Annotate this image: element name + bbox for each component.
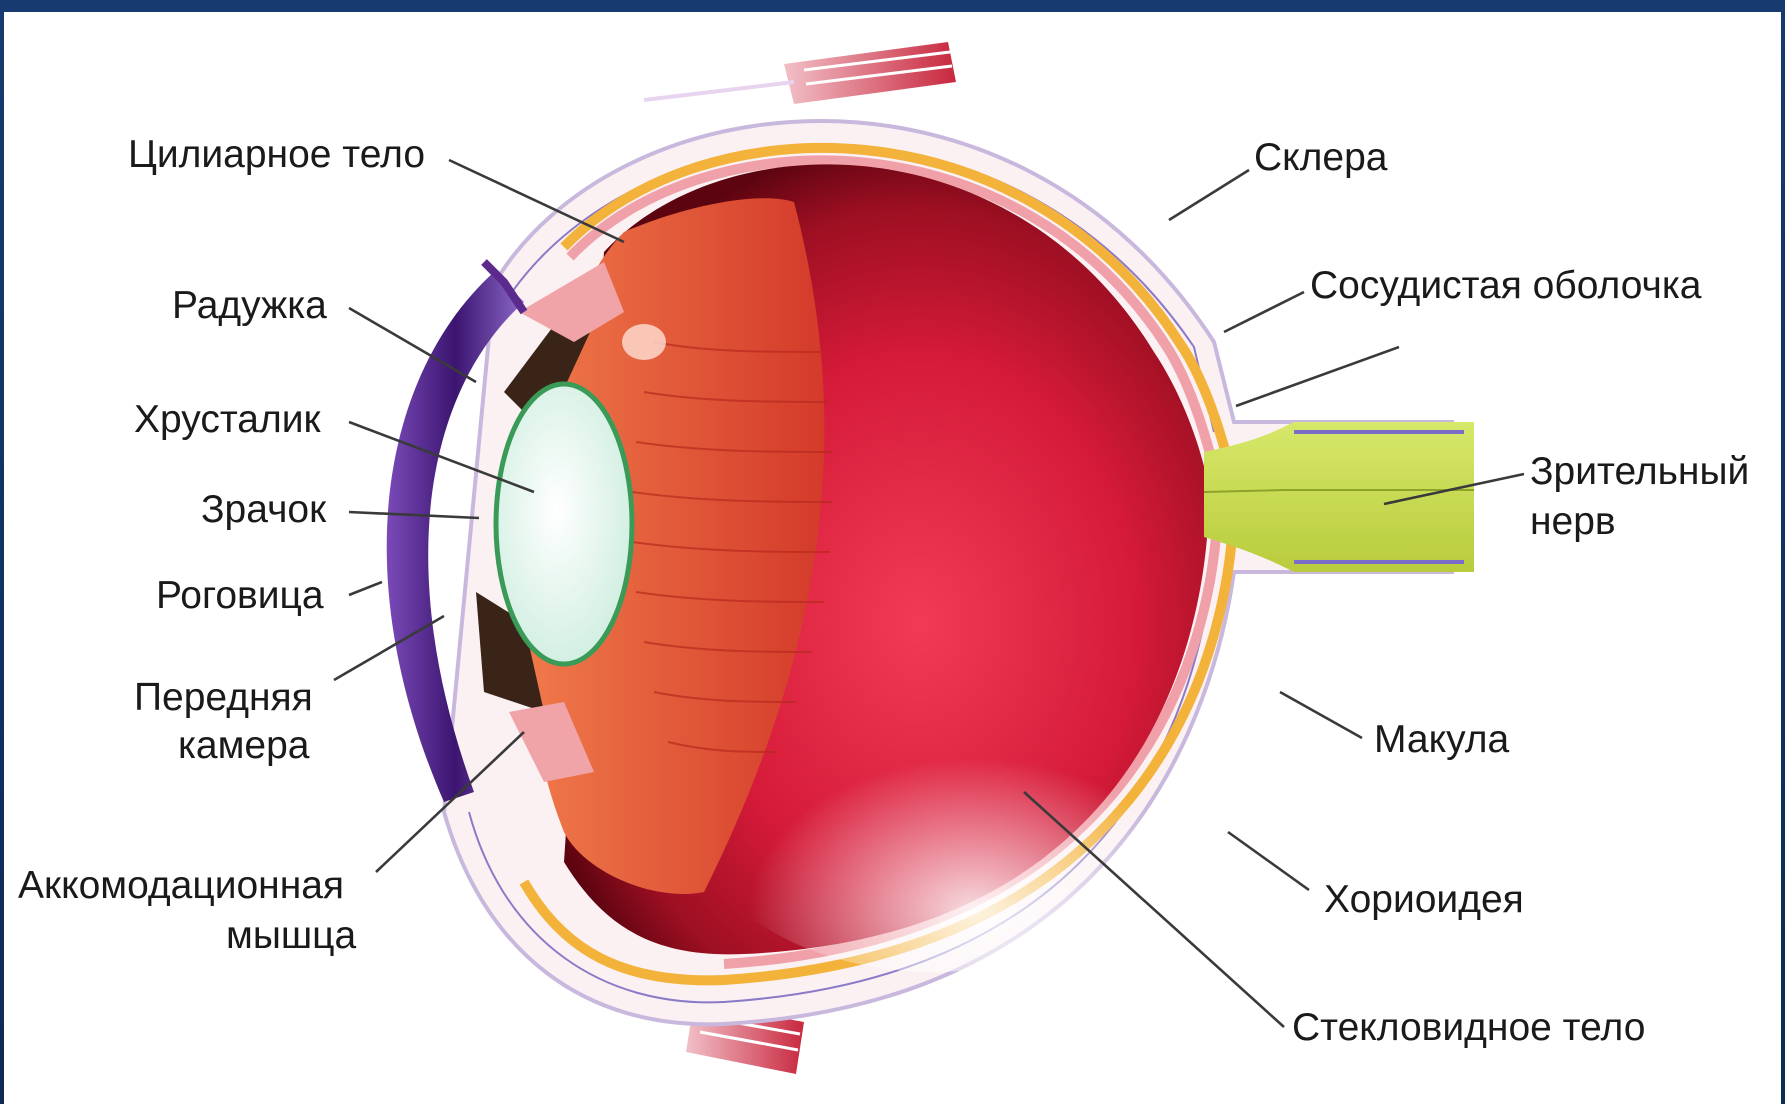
- label-cornea: Роговица: [156, 574, 324, 617]
- lens: [496, 384, 632, 664]
- label-vascular-layer: Сосудистая оболочка: [1310, 264, 1702, 307]
- label-vitreous-body: Стекловидное тело: [1292, 1006, 1645, 1049]
- label-lens: Хрусталик: [134, 398, 321, 441]
- optic-nerve: [1204, 422, 1474, 572]
- upper-muscle: [644, 42, 956, 104]
- label-accommodation-muscle-2: мышца: [226, 914, 356, 957]
- label-sclera: Склера: [1254, 136, 1388, 179]
- eye-anatomy-diagram: Цилиарное тело Радужка Хрусталик Зрачок …: [4, 12, 1781, 1104]
- label-macula: Макула: [1374, 718, 1510, 761]
- label-accommodation-muscle-1: Аккомодационная: [18, 864, 344, 907]
- label-anterior-chamber-1: Передняя: [134, 676, 313, 719]
- diagram-panel: Цилиарное тело Радужка Хрусталик Зрачок …: [4, 12, 1781, 1104]
- label-optic-nerve-2: нерв: [1530, 500, 1616, 543]
- label-ciliary-body: Цилиарное тело: [128, 133, 425, 176]
- label-optic-nerve-1: Зрительный: [1530, 450, 1749, 493]
- label-iris: Радужка: [172, 284, 327, 327]
- label-pupil: Зрачок: [201, 488, 327, 531]
- label-choroid: Хориоидея: [1324, 878, 1524, 921]
- label-anterior-chamber-2: камера: [178, 724, 310, 767]
